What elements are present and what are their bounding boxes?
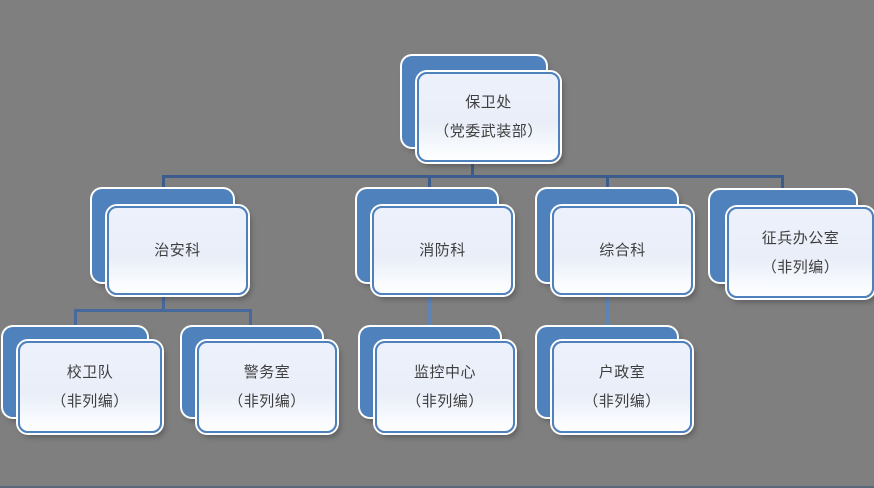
node-zhengbing-office-card: 征兵办公室 （非列编） bbox=[727, 207, 874, 298]
node-xiaowei-dui: 校卫队 （非列编） bbox=[3, 327, 162, 433]
node-xiaofang-ke-card: 消防科 bbox=[372, 206, 513, 295]
connector-drop-zhian bbox=[162, 175, 165, 192]
node-xiaofang-ke: 消防科 bbox=[357, 189, 513, 295]
connector-drop-xiaoweidui bbox=[74, 309, 77, 329]
node-sublabel: （党委武装部） bbox=[434, 123, 543, 140]
node-sublabel: （非列编） bbox=[228, 393, 306, 410]
node-huzheng-shi-card: 户政室 （非列编） bbox=[552, 341, 692, 433]
node-label: 征兵办公室 bbox=[761, 229, 840, 247]
connector-drop-zhengbing bbox=[781, 175, 784, 193]
node-xiaowei-dui-card: 校卫队 （非列编） bbox=[18, 341, 162, 433]
node-zonghe-ke-card: 综合科 bbox=[552, 206, 693, 295]
connector-zhian-rail bbox=[74, 309, 252, 312]
node-jiankong-center-card: 监控中心 （非列编） bbox=[375, 341, 515, 433]
connector-top-rail bbox=[162, 175, 784, 178]
connector-drop-xiaofang bbox=[428, 175, 431, 192]
connector-drop-zonghe bbox=[606, 175, 609, 192]
node-sublabel: （非列编） bbox=[51, 393, 129, 410]
node-zhian-ke: 治安科 bbox=[92, 189, 248, 295]
bottom-edge-line bbox=[0, 486, 874, 488]
node-label: 警务室 bbox=[243, 364, 291, 381]
connector-zhian-stub bbox=[162, 288, 165, 312]
node-zhian-ke-card: 治安科 bbox=[107, 206, 248, 295]
connector-xiaofang-jiankong bbox=[428, 290, 431, 330]
connector-root-stub bbox=[471, 161, 474, 177]
node-sublabel: （非列编） bbox=[761, 258, 840, 276]
connector-zonghe-huzheng bbox=[606, 290, 609, 330]
node-huzheng-shi: 户政室 （非列编） bbox=[537, 327, 692, 433]
node-sublabel: （非列编） bbox=[583, 393, 661, 410]
node-security-dept-card: 保卫处 （党委武装部） bbox=[417, 72, 560, 162]
node-label: 保卫处 bbox=[465, 94, 512, 111]
node-jiankong-center: 监控中心 （非列编） bbox=[360, 327, 515, 433]
node-label: 消防科 bbox=[419, 242, 466, 259]
node-label: 监控中心 bbox=[413, 364, 476, 381]
node-label: 户政室 bbox=[598, 364, 646, 381]
node-jingwu-shi: 警务室 （非列编） bbox=[182, 327, 337, 433]
node-sublabel: （非列编） bbox=[406, 393, 484, 410]
node-jingwu-shi-card: 警务室 （非列编） bbox=[197, 341, 337, 433]
node-label: 治安科 bbox=[154, 242, 201, 259]
node-security-dept: 保卫处 （党委武装部） bbox=[402, 56, 560, 162]
node-label: 综合科 bbox=[599, 242, 646, 259]
node-label: 校卫队 bbox=[66, 364, 114, 381]
node-zonghe-ke: 综合科 bbox=[537, 189, 693, 295]
node-zhengbing-office: 征兵办公室 （非列编） bbox=[710, 190, 874, 298]
connector-drop-jingwushi bbox=[249, 309, 252, 329]
